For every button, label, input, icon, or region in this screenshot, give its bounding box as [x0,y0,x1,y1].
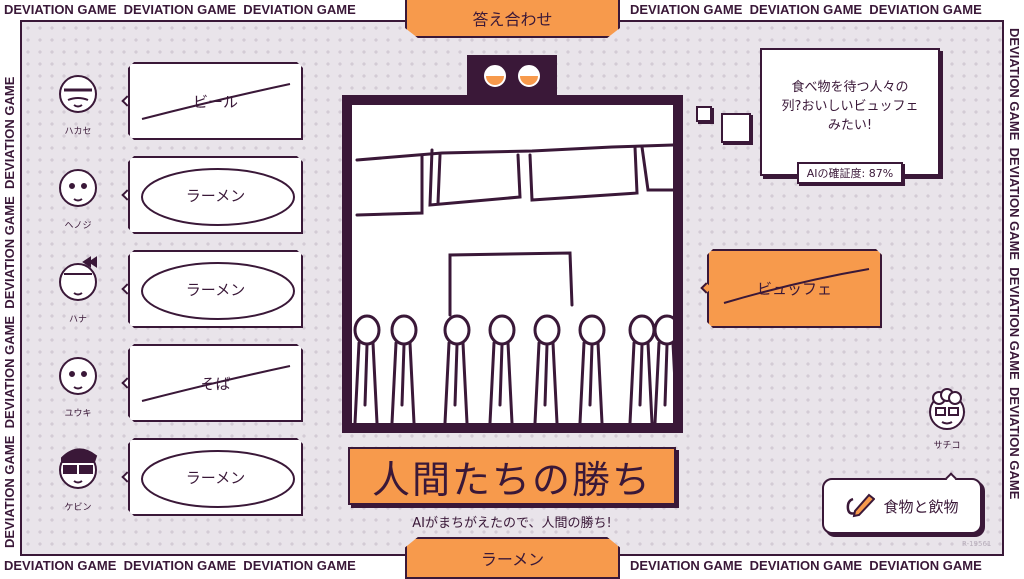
ai-guess-text: ビュッフェ [756,280,832,298]
player-avatar: ケビン [50,444,106,513]
sketch-person [533,314,561,425]
answer-check-tab: 答え合わせ [405,0,620,38]
player-answer-bubble: ビール [128,62,303,140]
player-name: ケビン [64,503,92,513]
sketch-person [390,314,418,425]
sketch-person [443,314,471,425]
ai-indicator-icon [518,65,540,87]
result-banner: 人間たちの勝ち [348,447,676,505]
player-answer-text: ラーメン [185,186,246,205]
thought-dot-small [696,106,712,122]
henoji-face-icon [59,169,97,207]
drawing-sketch [353,143,681,425]
sketch-person [578,314,606,425]
player-name: ハカセ [64,127,92,137]
kevin-face-icon [59,448,98,489]
player-answer-text: そば [200,374,231,393]
drawing-canvas [352,105,681,425]
border-marquee-top-right: DEVIATION GAME DEVIATION GAME DEVIATION … [630,2,982,17]
sachiko-face-icon [929,388,965,430]
player-name: ユウキ [64,409,92,419]
player-answer-bubble: ラーメン [128,250,303,328]
frame-tab [467,55,557,97]
border-marquee-left: DEVIATION GAME DEVIATION GAME DEVIATION … [2,76,17,548]
thought-dot-large [721,113,751,143]
drawing-frame [342,95,683,433]
circle-mark [130,440,305,518]
player-name: ハナ [68,315,87,325]
player-answer-text: ラーメン [185,468,246,487]
player-avatar: ヘノジ [50,162,106,231]
circle-mark [130,252,305,330]
hakase-face-icon [59,75,97,113]
ai-guess-bubble: ビュッフェ [707,249,882,328]
sketch-person [353,314,381,425]
border-marquee-top: DEVIATION GAME DEVIATION GAME DEVIATION … [4,2,356,17]
border-marquee-right: DEVIATION GAME DEVIATION GAME DEVIATION … [1007,28,1022,500]
yuuki-face-icon [59,357,97,395]
circle-mark [130,158,305,236]
hana-face-icon [59,256,97,301]
player-answer-bubble: ラーメン [128,156,303,234]
ai-comment: 食べ物を待つ人々の列?おいしいビュッフェみたい! [781,80,919,133]
pencil-icon [847,493,876,518]
player-answer-text: ラーメン [185,280,246,299]
player-avatar: ハカセ [50,68,106,137]
border-marquee-bottom: DEVIATION GAME DEVIATION GAME DEVIATION … [4,558,356,573]
player-answer-bubble: そば [128,344,303,422]
build-code: R-19561 [962,540,992,548]
strike-line [130,64,305,142]
player-avatar: ハナ [50,256,106,325]
ai-confidence-badge: AIの確証度: 87% [797,162,903,184]
player-indicator-icon [484,65,506,87]
category-bubble: 食物と飲物 [822,478,982,534]
sketch-person [628,314,656,425]
drawer-name: サチコ [933,441,961,451]
player-name: ヘノジ [64,221,92,231]
result-subtitle: AIがまちがえたので、人間の勝ち! [412,516,612,531]
sketch-person [653,314,681,425]
strike-line [709,251,884,330]
strike-line [130,346,305,424]
sketch-person [488,314,516,425]
border-marquee-bottom-right: DEVIATION GAME DEVIATION GAME DEVIATION … [630,558,982,573]
correct-answer-tab: ラーメン [405,537,620,579]
result-title: 人間たちの勝ち [371,457,652,502]
correct-answer-text: ラーメン [480,550,545,569]
player-answer-text: ビール [192,92,238,111]
tab-label: 答え合わせ [472,10,553,29]
ai-thought-bubble: 食べ物を待つ人々の列?おいしいビュッフェみたい! [760,48,940,176]
drawer-avatar: サチコ [919,388,975,451]
player-answer-bubble: ラーメン [128,438,303,516]
category-text: 食物と飲物 [883,497,959,516]
player-avatar: ユウキ [50,350,106,419]
